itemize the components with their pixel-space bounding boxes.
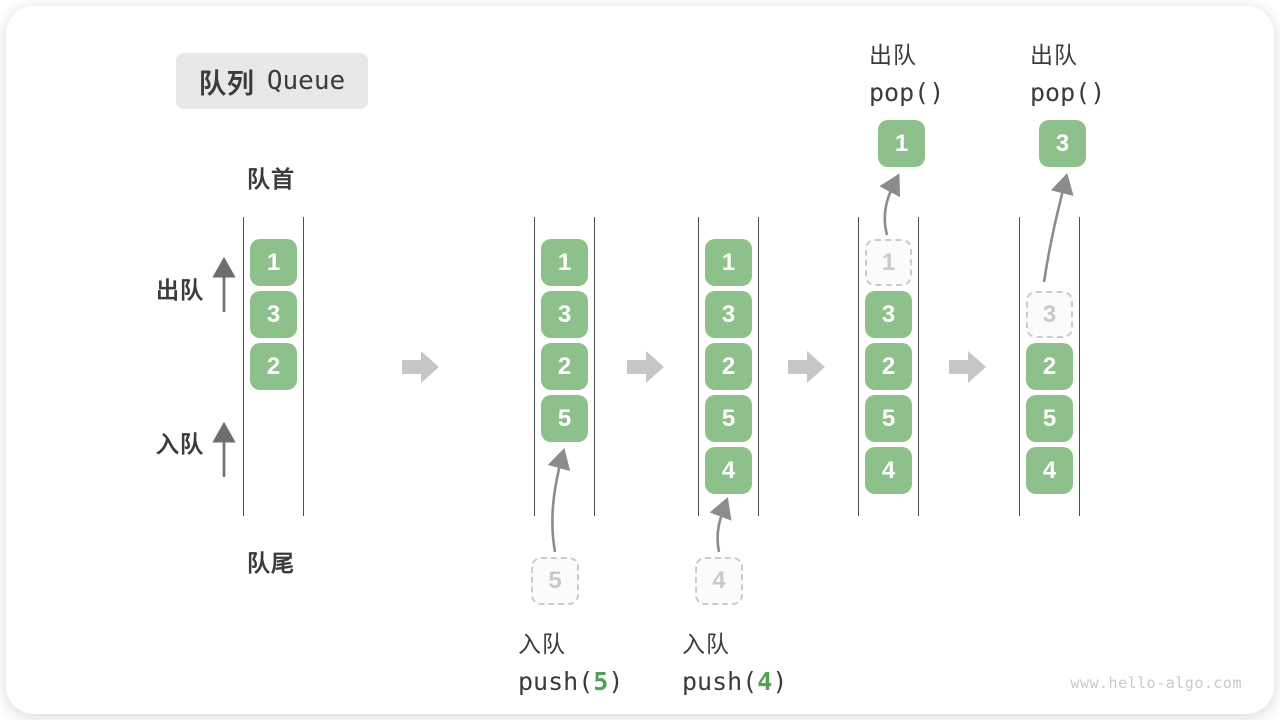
figure-card: 队列 Queue 队首 队尾 出队 入队 1 3 2 1 3 2 5 5 入队 push(5) 1 3… — [6, 6, 1274, 714]
caption-action-label: 出队 — [1030, 42, 1078, 68]
caption-action-label: 入队 — [682, 631, 730, 657]
queue-track-after-pop-1 — [858, 217, 919, 516]
queue-cell-5: 5 — [705, 395, 752, 442]
caption-code-label: push(4) — [682, 667, 788, 696]
queue-track-after-push-4 — [698, 217, 759, 516]
caption-action-label: 入队 — [518, 631, 566, 657]
queue-cell-2: 2 — [705, 343, 752, 390]
caption-code-label: pop() — [869, 78, 945, 107]
queue-cell-2: 2 — [865, 343, 912, 390]
flow-arrow-icon-4 — [949, 351, 986, 383]
caption-code-label: pop() — [1030, 78, 1106, 107]
staged-cell-4: 4 — [695, 557, 743, 605]
enqueue-side-label: 入队 — [156, 431, 204, 457]
staged-cell-5: 5 — [531, 557, 579, 605]
queue-cell-1: 1 — [541, 239, 588, 286]
queue-cell-3: 3 — [250, 291, 297, 338]
title-box: 队列 Queue — [176, 53, 368, 109]
queue-track-after-pop-3 — [1019, 217, 1080, 516]
watermark: www.hello-algo.com — [1070, 674, 1242, 692]
queue-cell-2: 2 — [541, 343, 588, 390]
dequeue-side-label: 出队 — [156, 277, 204, 303]
queue-cell-5: 5 — [865, 395, 912, 442]
queue-cell-dashed-1: 1 — [865, 239, 912, 286]
queue-cell-2: 2 — [1026, 343, 1073, 390]
queue-cell-2: 2 — [250, 343, 297, 390]
queue-rear-label: 队尾 — [247, 550, 295, 576]
flow-arrow-icon-2 — [627, 351, 664, 383]
enqueue-caption-5: 入队 push(5) — [518, 625, 623, 696]
dequeue-caption-after-pop-3: 出队 pop() — [1030, 36, 1105, 107]
queue-track-after-push-5 — [534, 217, 595, 516]
caption-action-label: 出队 — [869, 42, 917, 68]
queue-cell-dashed-3: 3 — [1026, 291, 1073, 338]
enqueue-caption-4: 入队 push(4) — [682, 625, 787, 696]
dequeue-caption-after-pop-1: 出队 pop() — [869, 36, 944, 107]
queue-cell-5: 5 — [541, 395, 588, 442]
queue-cell-3: 3 — [541, 291, 588, 338]
arrow-layer — [212, 172, 1074, 553]
queue-cell-5: 5 — [1026, 395, 1073, 442]
title-zh: 队列 — [198, 68, 255, 99]
queue-cell-4: 4 — [705, 447, 752, 494]
queue-cell-3: 3 — [705, 291, 752, 338]
popped-cell-3: 3 — [1039, 120, 1086, 167]
queue-cell-4: 4 — [1026, 447, 1073, 494]
flow-arrow-icon-1 — [402, 351, 439, 383]
flow-arrow-icon-3 — [788, 351, 825, 383]
queue-track-initial — [243, 217, 304, 516]
queue-cell-3: 3 — [865, 291, 912, 338]
queue-front-label: 队首 — [247, 166, 295, 192]
title-en: Queue — [266, 66, 346, 96]
queue-cell-1: 1 — [705, 239, 752, 286]
caption-code-label: push(5) — [518, 667, 624, 696]
queue-cell-1: 1 — [250, 239, 297, 286]
popped-cell-1: 1 — [878, 120, 925, 167]
queue-cell-4: 4 — [865, 447, 912, 494]
